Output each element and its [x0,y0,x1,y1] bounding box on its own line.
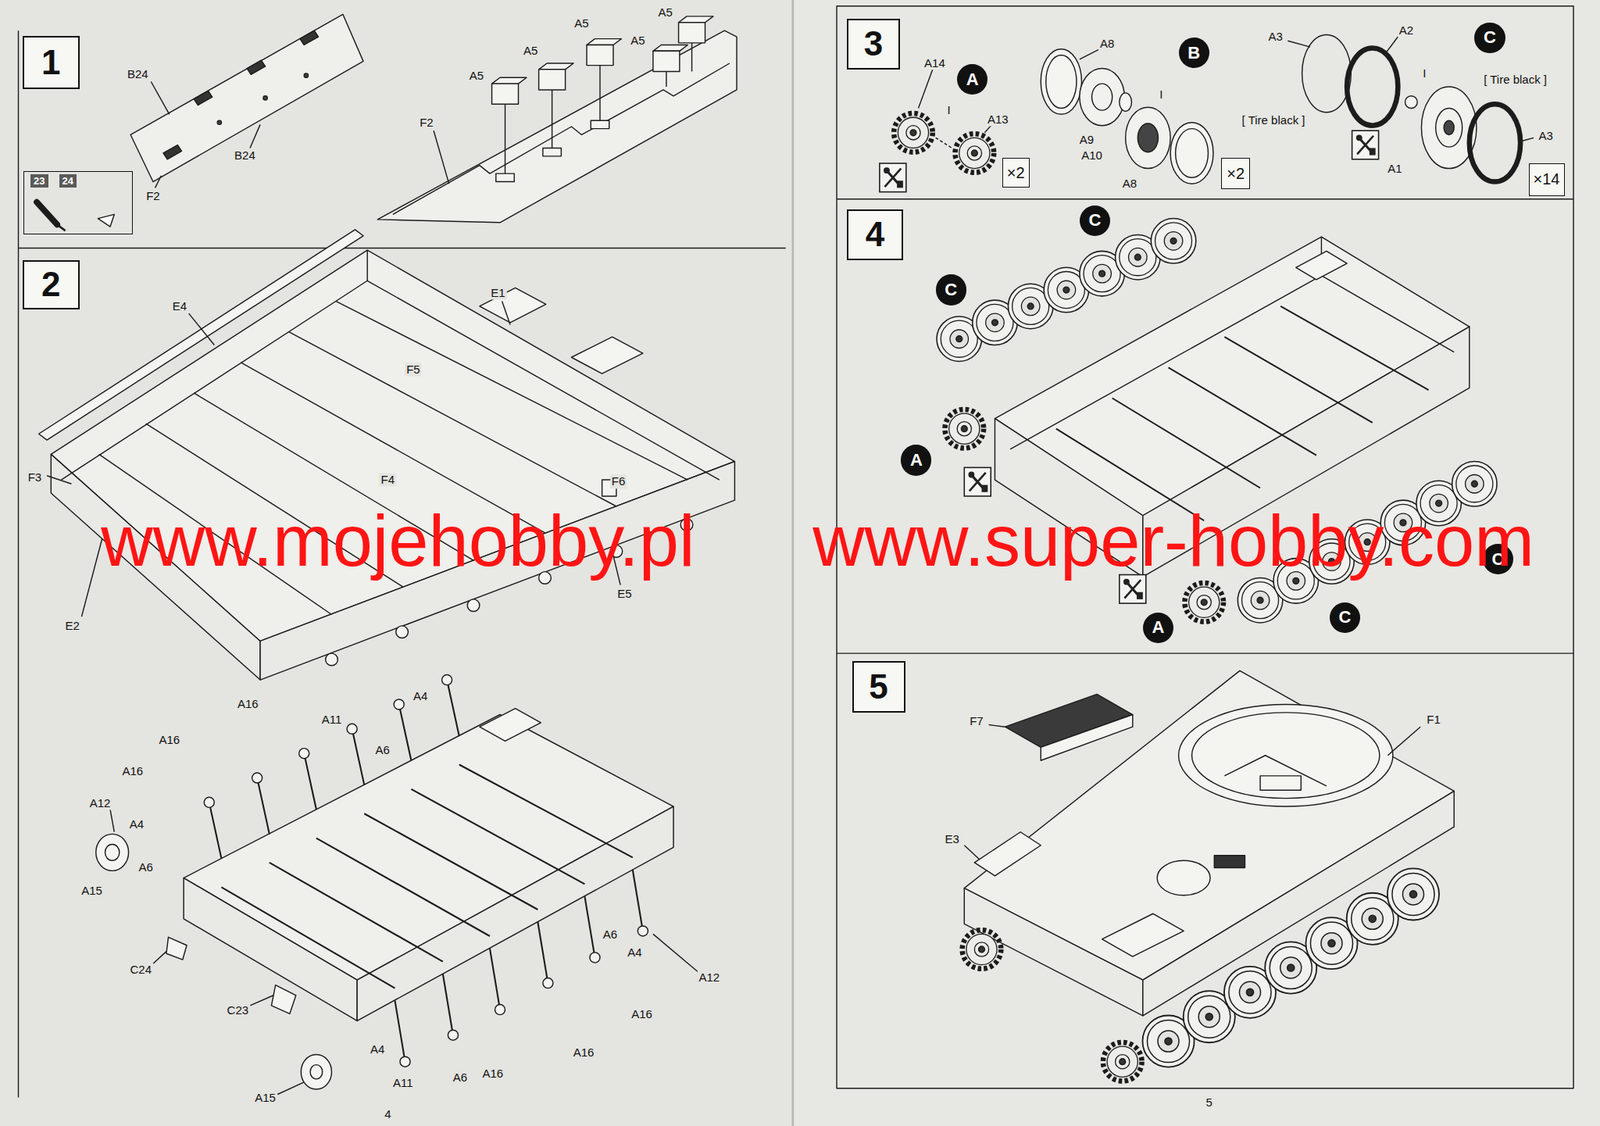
node-text: ×2 [1007,164,1025,183]
part-label: C23 [225,1003,251,1017]
part-label: F2 [417,115,436,129]
part-label: A8 [1121,176,1139,190]
paint-note: [ Tire black ] [1240,113,1308,127]
symbol-key: 23 24 [23,171,133,235]
part-label: I [946,103,953,117]
part-label: A15 [253,1091,278,1105]
subassembly-mark: A [900,444,932,475]
node-text: A [910,450,923,471]
paint-note: [ Tire black ] [1482,72,1549,86]
part-label: I [1157,88,1165,102]
part-label: A10 [1079,148,1104,162]
part-label: A11 [320,712,344,726]
part-label: A6 [374,742,392,757]
part-label: A3 [1266,29,1284,43]
symbol-number: 24 [59,174,77,188]
watermark: www.mojehobby.pl [99,504,697,577]
part-label: A16 [120,764,145,779]
node-text: 4 [865,214,885,254]
part-label: E3 [942,832,961,846]
subassembly-mark: C [1329,602,1361,633]
part-label: F1 [1425,712,1443,726]
watermark: www.super-hobby.com [810,504,1536,577]
part-label: A12 [88,796,113,810]
part-label: C24 [128,962,154,976]
part-label: F6 [610,475,628,489]
part-label: F3 [26,471,44,485]
subassembly-mark: C [1079,205,1111,236]
part-label: F7 [967,714,986,729]
part-label: A5 [628,34,647,48]
part-label: A9 [1078,132,1096,147]
part-label: A1 [1385,161,1404,175]
part-label: A16 [629,1007,654,1022]
part-label: I [1421,66,1428,80]
part-label: A6 [451,1071,469,1085]
node-text: 5 [868,667,888,707]
part-label: E1 [489,285,507,300]
part-label: F4 [379,472,397,486]
step-number: 1 [22,35,80,90]
part-label: A5 [467,68,486,83]
step-number: 3 [846,18,900,70]
subassembly-mark: A [957,64,988,95]
part-label: A5 [521,44,540,58]
page-number: 4 [382,1107,393,1122]
node-text: 2 [41,264,61,304]
part-label: A6 [601,928,619,942]
node-text: 3 [864,24,883,64]
node-text: A [1151,617,1165,638]
part-label: A3 [1537,128,1555,143]
node-text: ×2 [1226,164,1245,183]
part-label: B24 [125,67,150,82]
node-text: 1 [41,42,61,83]
part-label: A5 [656,5,674,19]
node-text: A [966,69,979,90]
part-label: B24 [232,148,258,162]
subassembly-mark: C [1474,22,1505,54]
page-number: 5 [1204,1095,1215,1109]
node-text: ×14 [1533,170,1561,189]
part-label: E5 [615,587,633,601]
part-label: A14 [922,56,947,70]
node-text: C [944,279,958,300]
part-label: A16 [157,732,182,747]
step-number: 4 [846,209,904,261]
part-label: F2 [144,189,162,203]
quantity-box: ×14 [1528,163,1565,197]
subassembly-mark: A [1142,612,1174,643]
part-label: A16 [235,697,261,711]
node-text: B [1187,42,1200,64]
part-label: A4 [368,1042,386,1056]
part-label: A4 [128,817,146,832]
part-label: E2 [64,618,82,633]
part-label: A12 [696,971,722,985]
part-label: A16 [571,1045,597,1059]
quantity-box: ×2 [1002,157,1030,188]
symbol-number: 23 [30,174,48,188]
part-label: A2 [1397,24,1415,38]
node-text: C [1483,27,1497,48]
part-label: A13 [985,112,1011,126]
step-number: 2 [22,260,80,310]
part-label: A16 [480,1066,505,1080]
part-label: E4 [171,299,189,313]
part-label: A5 [572,16,590,30]
part-label: A8 [1098,37,1116,51]
part-label: A6 [137,860,155,875]
part-label: F5 [404,362,422,376]
node-text: C [1089,210,1102,231]
subassembly-mark: C [935,274,967,305]
part-label: A4 [625,945,643,959]
part-label: A15 [79,884,104,898]
subassembly-mark: B [1178,37,1210,68]
part-label: A11 [391,1075,415,1090]
node-text: C [1339,607,1352,628]
part-label: A4 [411,689,429,703]
step-number: 5 [852,660,906,712]
quantity-box: ×2 [1221,157,1250,189]
